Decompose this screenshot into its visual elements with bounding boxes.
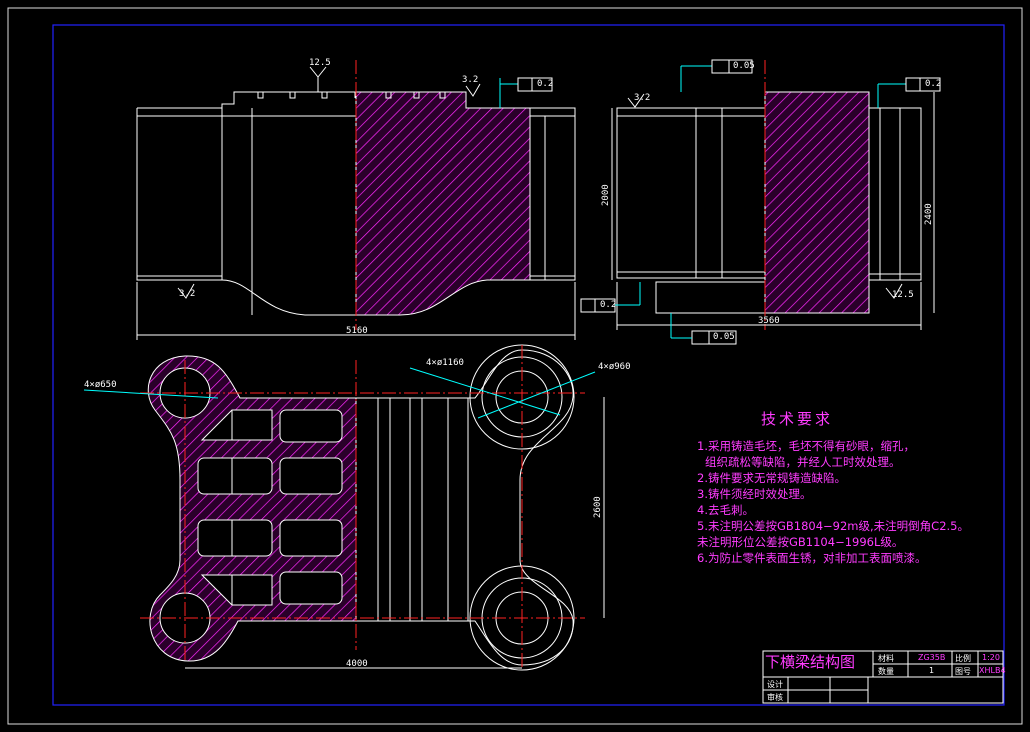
scale-label: 比例 <box>955 654 971 663</box>
hole-1160-callout: 4×ø1160 <box>426 358 464 368</box>
drawing-number-label: 图号 <box>955 667 971 676</box>
rough-3-2-left: 3.2 <box>179 289 196 299</box>
tech-line-8: 6.为防止零件表面生锈，对非加工表面喷漆。 <box>697 551 927 565</box>
tech-line-2: 组织疏松等缺陷，并经人工时效处理。 <box>705 455 901 469</box>
title-block: 下横梁结构图 材料 ZG35B 比例 1:20 数量 1 图号 XHLB4 设计… <box>763 651 1006 703</box>
drawing-number-value: XHLB4 <box>979 666 1006 675</box>
quantity-value: 1 <box>929 666 935 675</box>
sheet-border <box>7 7 1023 725</box>
designer-label: 设计 <box>767 680 783 689</box>
side-height-left-dim: 2000 <box>601 184 611 206</box>
tech-requirements-title: 技术要求 <box>761 410 834 428</box>
side-section-hatch <box>764 91 870 314</box>
top-width-dim: 4000 <box>346 659 368 669</box>
parallel-tolerance-side-left: 0.2 <box>600 300 617 310</box>
flatness-tolerance-top: 0.05 <box>733 61 755 71</box>
front-view <box>136 60 576 340</box>
tech-line-4: 3.铸件须经时效处理。 <box>697 487 812 501</box>
tech-line-5: 4.去毛刺。 <box>697 503 754 517</box>
hole-960-callout: 4×ø960 <box>598 362 631 372</box>
quantity-label: 数量 <box>878 667 894 676</box>
material-label: 材料 <box>878 654 894 663</box>
scale-value: 1:20 <box>982 653 1000 662</box>
side-height-right-dim: 2400 <box>924 203 934 225</box>
parallel-tolerance-front: 0.2 <box>537 79 554 89</box>
top-view <box>83 344 605 671</box>
tech-line-7: 未注明形位公差按GB1104−1996L级。 <box>697 535 904 549</box>
reviewer-label: 审核 <box>767 693 783 702</box>
front-width-dim: 5160 <box>346 326 368 336</box>
rough-3-2-top: 3.2 <box>462 75 479 85</box>
hole-650-callout: 4×ø650 <box>84 380 117 390</box>
front-section-hatch <box>355 91 531 316</box>
drawing-frame <box>52 24 1005 706</box>
side-view <box>580 59 941 345</box>
flatness-tolerance-bottom: 0.05 <box>713 332 735 342</box>
rough-12-5-side: 12.5 <box>892 290 914 300</box>
rough-3-2-side: 3.2 <box>634 93 651 103</box>
tech-line-6: 5.未注明公差按GB1804−92m级,未注明倒角C2.5。 <box>697 519 969 533</box>
parallel-tolerance-side-top: 0.2 <box>925 79 942 89</box>
tech-line-1: 1.采用铸造毛坯，毛坯不得有砂眼，缩孔， <box>697 439 915 453</box>
drawing-name: 下横梁结构图 <box>765 653 856 671</box>
side-width-dim: 3560 <box>758 316 780 326</box>
tech-line-3: 2.铸件要求无常规铸造缺陷。 <box>697 471 846 485</box>
material-value: ZG35B <box>918 653 946 662</box>
top-height-dim: 2600 <box>593 496 603 518</box>
title-block-grid <box>762 650 1004 704</box>
rough-12-5-top: 12.5 <box>309 58 331 68</box>
